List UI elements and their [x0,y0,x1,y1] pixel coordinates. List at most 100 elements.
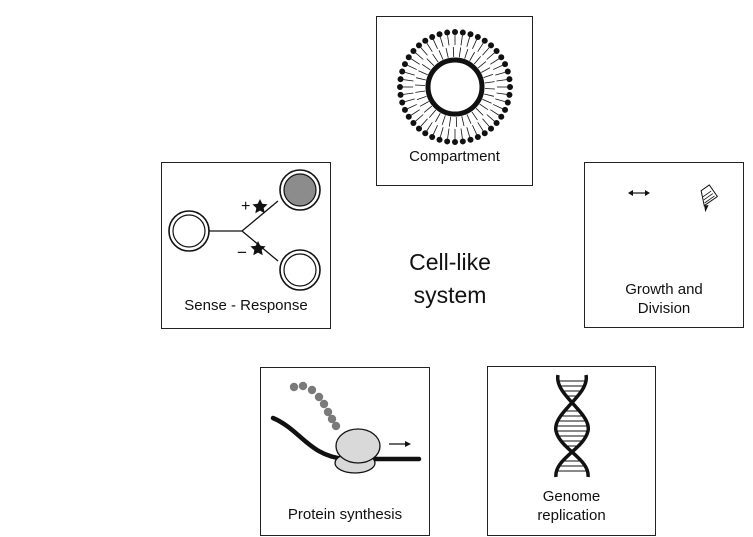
lipid-tail [433,40,437,49]
lipid-tail [418,71,427,75]
lipid-head [416,42,422,48]
lipid-tail [420,101,429,106]
lipid-tail [404,80,414,81]
growth-division-panel: Growth and Division [584,162,744,328]
direction-arrowhead [405,441,411,447]
lipid-head [482,130,488,136]
lipid-head [437,31,443,37]
amino-acid-bead [332,422,340,430]
lipid-tail [433,125,437,134]
lipid-tail [459,47,460,57]
lipid-tail [424,106,432,112]
dna-rungs [556,381,588,471]
growth-division-label-line1: Growth and [585,280,743,299]
lipid-head [398,92,404,98]
liposome-group [397,29,513,145]
lipid-head [498,54,504,60]
lipid-head [410,120,416,126]
lipid-head [505,99,511,105]
center-title-line1: Cell-like [380,246,520,279]
lipid-head [429,134,435,140]
lipid-tail [472,125,476,134]
lipid-head [475,34,481,40]
lipid-head [498,114,504,120]
lipid-head [406,54,412,60]
lipid-tail [422,64,430,70]
amino-acid-bead [299,382,307,390]
lipid-tail [408,65,417,69]
lipid-tail [490,110,498,115]
lipid-tail [421,48,428,56]
growth-division-label: Growth and Division [585,280,743,318]
lipid-tail [433,54,439,62]
lipid-head [406,114,412,120]
lipid-head [444,30,450,36]
active-circle-inner [284,174,316,206]
lipid-tail [429,110,435,118]
lipid-head [507,84,513,90]
lipid-head [437,137,443,143]
lipid-tail [416,53,424,60]
lipid-head [506,92,512,98]
lipid-tail [449,117,450,127]
lipid-tail [411,110,419,115]
lipid-tail [493,65,502,69]
genome-replication-label-line1: Genome [488,487,655,506]
lipid-tail [490,59,498,64]
lipid-tail [440,127,443,137]
lipid-tail [411,59,419,64]
lipid-tail [495,99,505,102]
lipid-head [429,34,435,40]
protein-synthesis-panel: Protein synthesis [260,367,430,536]
arrowhead-right [645,190,650,196]
lipid-head [452,139,458,145]
lipid-tail [483,74,492,77]
lipid-tail [474,56,480,64]
lipid-tail [448,36,449,46]
lipid-head [467,31,473,37]
peptide-chain [290,382,340,430]
lipid-tail [497,80,507,81]
lipid-tail [467,114,471,123]
lipid-head [397,84,403,90]
lipid-tail [478,122,483,130]
lipid-tail [427,43,432,51]
growth-division-label-line2: Division [585,299,743,318]
lipid-head [416,126,422,132]
lipid-tail [467,37,470,47]
lipid-tail [497,93,507,94]
lipid-head [452,29,458,35]
center-title-line2: system [380,279,520,312]
lipid-head [422,38,428,44]
center-title: Cell-like system [380,246,520,312]
lipid-tail [481,68,490,73]
lipid-head [506,76,512,82]
lipid-tail [435,113,440,122]
lipid-tail [487,53,495,60]
genome-replication-panel: Genome replication [487,366,656,536]
amino-acid-bead [290,383,298,391]
lipid-tail [439,50,443,59]
amino-acid-bead [308,386,316,394]
lipid-tail [446,48,448,58]
inner-lipid-heads [428,60,482,114]
amino-acid-bead [320,400,328,408]
lipid-head [467,137,473,143]
lipid-tail [415,91,425,92]
lipid-tail [465,49,468,58]
lipid-tail [476,108,483,115]
compartment-label: Compartment [377,147,532,166]
lipid-tail [472,40,476,49]
lipid-head [444,138,450,144]
lipid-tail [461,36,462,46]
lipid-tail [405,99,415,102]
lipid-tail [487,115,495,122]
lipid-tail [472,112,478,120]
lipid-tail [408,104,417,108]
plus-sign: + [241,198,250,215]
genome-replication-label: Genome replication [488,487,655,525]
lipid-tail [478,62,486,68]
lipid-tail [484,94,494,96]
pencil-icon [694,185,721,212]
protein-synthesis-label: Protein synthesis [261,505,429,524]
